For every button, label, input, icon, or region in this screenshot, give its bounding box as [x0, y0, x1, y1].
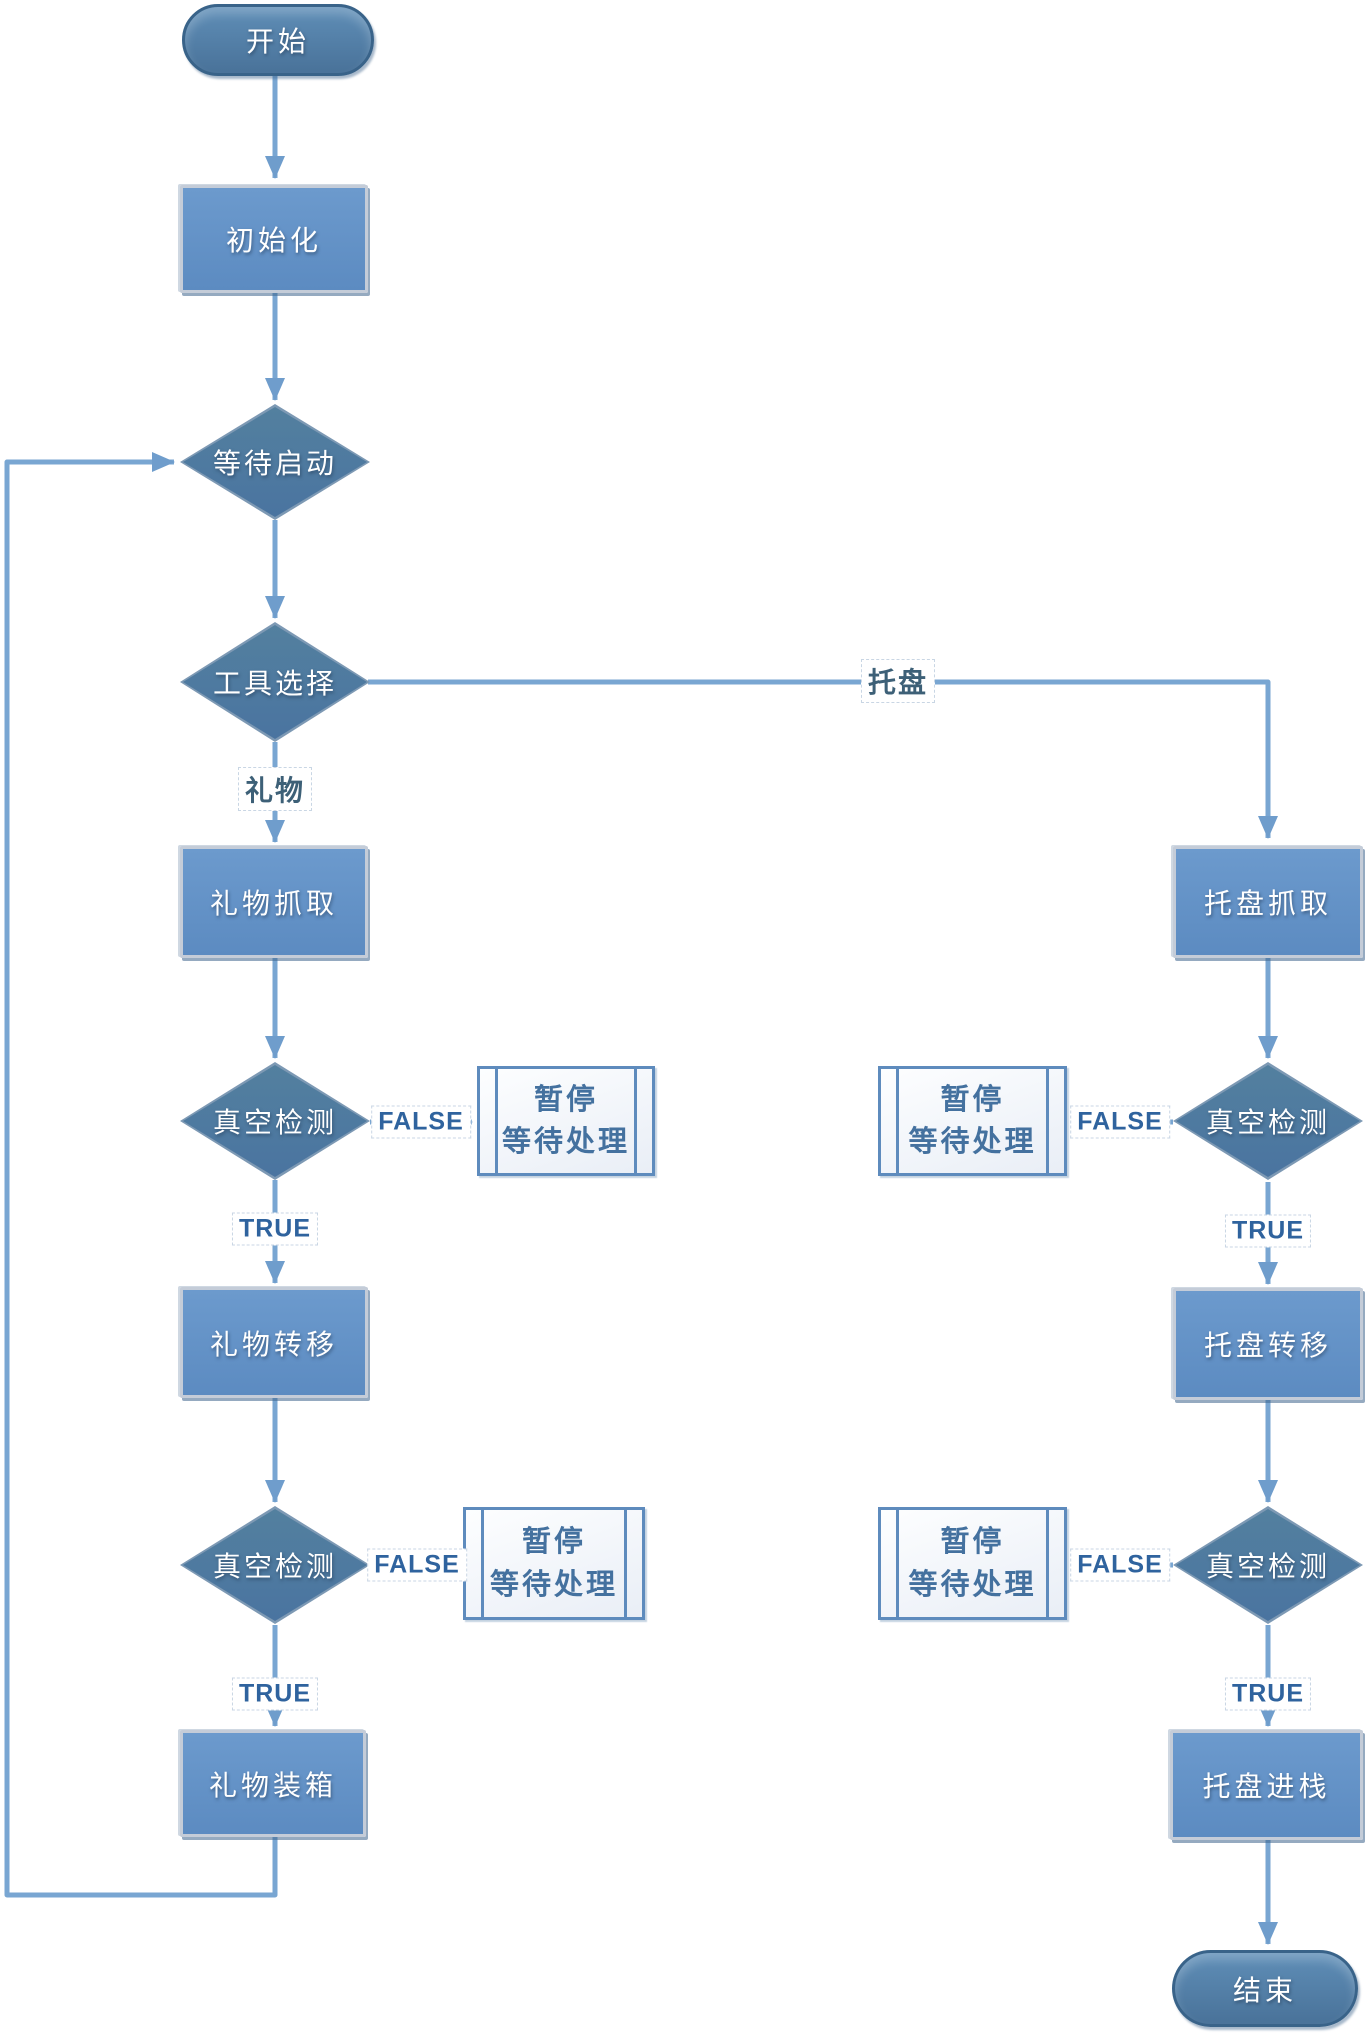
edge-boxing-loop-wait	[4, 452, 278, 1898]
gift-pause-box-1: 暂停 等待处理	[477, 1066, 655, 1176]
tray-branch-label: 托盘	[860, 659, 936, 703]
gift-vacuum-check-1-node: 真空检测	[180, 1062, 370, 1180]
gift-pause-box-2: 暂停 等待处理	[463, 1507, 645, 1620]
pause-line1: 暂停	[940, 1526, 1005, 1559]
pause-line1: 暂停	[940, 1083, 1005, 1116]
wait-start-label: 等待启动	[212, 448, 337, 479]
gift-boxing-process-node: 礼物装箱	[180, 1730, 366, 1837]
tray-transfer-label: 托盘转移	[1203, 1330, 1332, 1361]
init-label: 初始化	[225, 225, 322, 256]
tray-pause-box-1: 暂停 等待处理	[878, 1066, 1067, 1176]
gift-false-2-label: FALSE	[367, 1548, 467, 1582]
wait-start-decision-node: 等待启动	[180, 404, 370, 520]
tool-select-label: 工具选择	[212, 668, 337, 699]
end-label: 结束	[1232, 1974, 1297, 2006]
pause-line2: 等待处理	[908, 1568, 1037, 1601]
gift-vacuum-check-2-node: 真空检测	[180, 1506, 370, 1624]
start-node: 开始	[182, 4, 374, 76]
tray-pick-process-node: 托盘抓取	[1173, 846, 1363, 958]
tray-transfer-process-node: 托盘转移	[1173, 1288, 1363, 1400]
start-label: 开始	[245, 26, 310, 57]
pause-line2: 等待处理	[501, 1126, 630, 1158]
pause-line1: 暂停	[521, 1526, 586, 1559]
gift-transfer-label: 礼物转移	[209, 1328, 338, 1360]
tray-false-2-label: FALSE	[1070, 1548, 1170, 1582]
gift-transfer-process-node: 礼物转移	[180, 1287, 368, 1398]
tray-true-1-label: TRUE	[1224, 1214, 1312, 1248]
pause-line1: 暂停	[533, 1083, 598, 1116]
tray-true-2-label: TRUE	[1224, 1677, 1312, 1711]
gift-boxing-label: 礼物装箱	[208, 1769, 337, 1801]
pause-line2: 等待处理	[489, 1568, 618, 1601]
tray-vacuum-1-label: 真空检测	[1205, 1107, 1330, 1138]
gift-pick-label: 礼物抓取	[209, 888, 338, 919]
tray-pause-box-2: 暂停 等待处理	[878, 1507, 1067, 1620]
pause-line2: 等待处理	[908, 1126, 1037, 1158]
gift-true-1-label: TRUE	[231, 1212, 319, 1246]
tray-vacuum-check-2-node: 真空检测	[1173, 1506, 1363, 1624]
tray-vacuum-2-label: 真空检测	[1205, 1551, 1330, 1582]
tool-select-decision-node: 工具选择	[180, 622, 370, 742]
tray-false-1-label: FALSE	[1070, 1105, 1170, 1139]
init-process-node: 初始化	[180, 185, 368, 293]
tray-stack-process-node: 托盘进栈	[1170, 1730, 1363, 1840]
gift-pick-process-node: 礼物抓取	[180, 846, 368, 958]
edge-tool-traypick	[368, 679, 1278, 839]
gift-false-1-label: FALSE	[371, 1105, 471, 1139]
tray-vacuum-check-1-node: 真空检测	[1173, 1062, 1363, 1180]
tray-stack-label: 托盘进栈	[1202, 1771, 1331, 1802]
gift-branch-label: 礼物	[237, 767, 313, 811]
gift-vacuum-2-label: 真空检测	[212, 1551, 337, 1582]
tray-pick-label: 托盘抓取	[1203, 888, 1332, 919]
gift-vacuum-1-label: 真空检测	[212, 1107, 337, 1138]
gift-true-2-label: TRUE	[231, 1677, 319, 1711]
end-node: 结束	[1172, 1950, 1358, 2027]
